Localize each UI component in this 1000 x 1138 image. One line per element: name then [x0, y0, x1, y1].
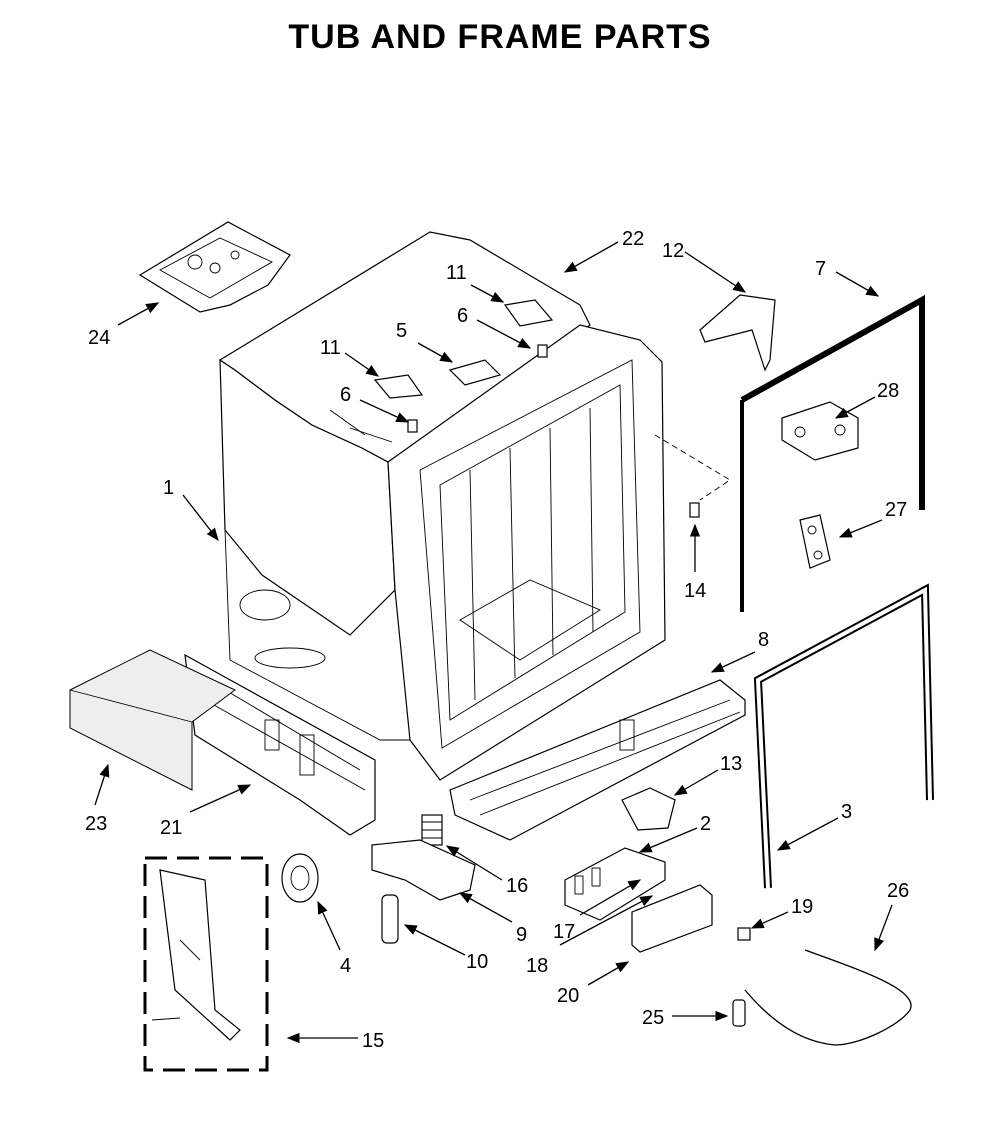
callout-13: 13 [720, 753, 742, 775]
part-16-spring [421, 814, 443, 846]
part-20-cover [631, 884, 713, 953]
part-15-box [143, 856, 269, 1072]
callout-1: 1 [163, 477, 174, 499]
part-11-bracket-lower [373, 374, 424, 399]
part-28-hinge [781, 401, 859, 461]
part-6-screw-lower [407, 419, 418, 433]
part-8-base-frame [449, 679, 746, 841]
part-9-float [371, 839, 476, 901]
callout-24: 24 [88, 327, 110, 349]
callout-25: 25 [642, 1007, 664, 1029]
callout-6: 6 [457, 305, 468, 327]
part-1-insulation [218, 231, 591, 636]
callout-8: 8 [758, 629, 769, 651]
callout-2: 2 [700, 813, 711, 835]
leader-lines [94, 241, 893, 1044]
callout-19: 19 [791, 896, 813, 918]
diagram-title: TUB AND FRAME PARTS [288, 18, 712, 56]
callout-5: 5 [396, 320, 407, 342]
callout-6b: 6 [340, 384, 351, 406]
part-13-bracket [621, 787, 676, 831]
part-26-hose [744, 949, 912, 1046]
part-22-tub [224, 324, 666, 781]
part-25-fitting [732, 999, 746, 1027]
callout-11: 11 [446, 262, 467, 284]
callout-10: 10 [466, 951, 488, 973]
part-24-sheet [138, 221, 291, 313]
callout-27: 27 [885, 499, 907, 521]
callout-17: 17 [553, 921, 575, 943]
part-11-bracket-upper [503, 299, 554, 327]
part-4-knob [281, 853, 319, 903]
callout-22: 22 [622, 228, 644, 250]
callout-labels: 1 2 3 4 5 6 6 7 8 9 10 11 11 12 13 14 15… [85, 228, 909, 1052]
part-23-base-pan [69, 649, 236, 791]
part-10-tube [381, 894, 399, 944]
part-7-gasket [740, 294, 925, 612]
callout-12: 12 [662, 240, 684, 262]
callout-11b: 11 [320, 337, 341, 359]
callout-26: 26 [887, 880, 909, 902]
part-3-gasket [753, 583, 934, 889]
part-2-bracket [564, 847, 666, 921]
part-6-screw-upper [537, 344, 548, 358]
callout-4: 4 [340, 955, 351, 977]
callout-9: 9 [516, 924, 527, 946]
callout-15: 15 [362, 1030, 384, 1052]
part-5-bracket [448, 359, 502, 386]
part-27-hinge [799, 514, 831, 569]
callout-23: 23 [85, 813, 107, 835]
callout-18: 18 [526, 955, 548, 977]
part-12-hinge [699, 294, 776, 372]
callout-3: 3 [841, 801, 852, 823]
part-19-screw [737, 927, 751, 941]
callout-21: 21 [160, 817, 182, 839]
part-14-clip [654, 434, 731, 518]
callout-7: 7 [815, 258, 826, 280]
callout-28: 28 [877, 380, 899, 402]
callout-16: 16 [506, 875, 528, 897]
callout-20: 20 [557, 985, 579, 1007]
callout-14: 14 [684, 580, 706, 602]
